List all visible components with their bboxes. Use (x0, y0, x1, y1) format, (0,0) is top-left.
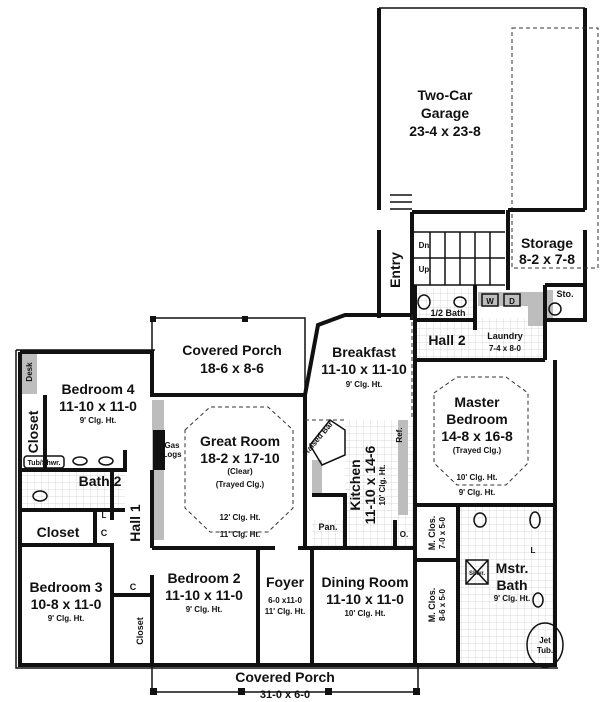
breakfast-dims: 11-10 x 11-10 (321, 361, 407, 377)
closet-b2-label: Closet (135, 617, 145, 645)
master-ceiling: 9' Clg. Ht. (459, 488, 496, 497)
entry-label: Entry (387, 252, 403, 288)
foyer-ceiling: 11' Clg. Ht. (265, 607, 306, 616)
m-clos1-label: M. Clos. (427, 516, 437, 551)
storage-dims: 8-2 x 7-8 (519, 251, 575, 267)
great-room-label: Great Room (200, 433, 280, 449)
rear-porch-dims: 18-6 x 8-6 (200, 360, 264, 376)
front-porch-label: Covered Porch (235, 669, 335, 685)
tub-shower-label: Tub/Shwr. (28, 460, 61, 467)
foyer-label: Foyer (266, 574, 305, 590)
front-porch-dims: 31-0 x 6-0 (260, 689, 310, 701)
master-bath-label-2: Bath (496, 577, 527, 593)
dining-ceiling: 10' Clg. Ht. (344, 609, 385, 618)
bedroom3-dims: 10-8 x 11-0 (31, 596, 102, 612)
storage-label: Storage (521, 235, 573, 251)
front-covered-porch (150, 665, 420, 695)
laundry-label: Laundry (487, 331, 523, 341)
tiled-floors (22, 288, 553, 663)
rear-porch-label: Covered Porch (182, 342, 282, 358)
bedroom2-dims: 11-10 x 11-0 (165, 587, 243, 603)
hall2-label: Hall 2 (428, 332, 466, 348)
kitchen-ceiling: 10' Clg. Ht. (378, 464, 387, 505)
garage (377, 7, 599, 320)
gas-logs-label-2: Logs (162, 450, 182, 459)
breakfast-ceiling: 9' Clg. Ht. (346, 380, 383, 389)
oven-label: O. (400, 530, 408, 539)
master-bath-ceiling: 9' Clg. Ht. (494, 594, 531, 603)
great-room-tray (184, 406, 294, 533)
m-clos2-dims: 8-6 x 5-0 (438, 588, 447, 621)
closet-hall-label: Closet (37, 524, 80, 540)
hall1-label: Hall 1 (127, 504, 143, 542)
coat-closet-label-2: C (130, 582, 137, 592)
interior-walls (20, 285, 555, 665)
master-note: (Trayed Clg.) (453, 446, 502, 455)
master-label: Master (454, 394, 500, 410)
bedroom4-ceiling: 9' Clg. Ht. (80, 416, 117, 425)
dining-label: Dining Room (321, 574, 408, 590)
garage-label-2: Garage (421, 105, 469, 121)
linen-label: L (531, 546, 536, 555)
bedroom3-label: Bedroom 3 (29, 579, 102, 595)
m-clos1-dims: 7-0 x 5-0 (438, 516, 447, 549)
stairs-up-label: Up (419, 265, 430, 274)
sto-label: Sto. (557, 289, 574, 299)
foyer-dims: 6-0 x11-0 (268, 596, 302, 605)
bath2-label: Bath 2 (79, 473, 122, 489)
fixtures (23, 293, 564, 668)
washer-label: W (486, 297, 494, 306)
great-room-note-clear: (Clear) (227, 467, 253, 476)
garage-dims: 23-4 x 23-8 (409, 123, 481, 139)
kitchen-dims: 11-10 x 14-6 (362, 445, 378, 524)
jet-tub-label: Jet (539, 636, 551, 645)
great-room-note-trayed: (Trayed Clg.) (216, 480, 265, 489)
closet-b4-label: Closet (25, 410, 41, 453)
great-room-tray-ceiling: 12' Clg. Ht. (219, 513, 260, 522)
linen-label-hall: L (102, 511, 107, 520)
laundry-dims: 7-4 x 8-0 (489, 344, 522, 353)
dining-dims: 11-10 x 11-0 (326, 591, 404, 607)
bedroom3-ceiling: 9' Clg. Ht. (48, 614, 85, 623)
master-bath-label: Mstr. (496, 560, 529, 576)
bedroom2-label: Bedroom 2 (167, 570, 240, 586)
gas-logs-label: Gas (164, 441, 180, 450)
master-tray-ceiling: 10' Clg. Ht. (456, 473, 497, 482)
shower-label: Shwr. (469, 571, 485, 577)
coat-closet-label: C (101, 528, 108, 538)
desk-label: Desk (25, 362, 34, 382)
jet-tub-label-2: Tub. (537, 646, 553, 655)
master-label-2: Bedroom (446, 411, 507, 427)
room-labels: Two-Car Garage 23-4 x 23-8 Storage 8-2 x… (25, 87, 575, 701)
bedroom4-label: Bedroom 4 (61, 381, 134, 397)
dryer-label: D (509, 297, 515, 306)
master-dims: 14-8 x 16-8 (441, 428, 513, 444)
kitchen-label: Kitchen (347, 459, 363, 510)
breakfast-label: Breakfast (332, 344, 396, 360)
rear-covered-porch (150, 316, 306, 395)
stairs-down-label: Dn (419, 241, 430, 250)
m-clos2-label: M. Clos. (427, 588, 437, 623)
pantry-label: Pan. (318, 522, 337, 532)
fireplace (153, 430, 165, 470)
garage-label: Two-Car (418, 87, 474, 103)
ref-label: Ref. (395, 427, 404, 442)
bedroom4-dims: 11-10 x 11-0 (59, 398, 137, 414)
stairs (390, 194, 505, 286)
great-room-dims: 18-2 x 17-10 (200, 450, 280, 466)
great-room-ceiling: 11' Clg. Ht. (220, 530, 261, 539)
master-tray (433, 376, 529, 486)
bedroom2-ceiling: 9' Clg. Ht. (186, 605, 223, 614)
half-bath-label: 1/2 Bath (430, 308, 465, 318)
counters (22, 290, 553, 540)
